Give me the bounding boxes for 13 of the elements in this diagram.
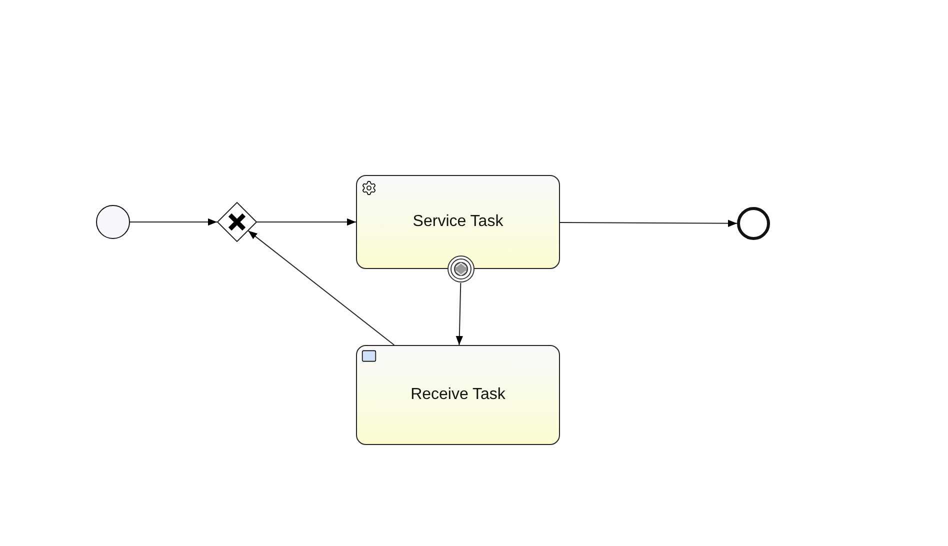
sequence-flow-arrow xyxy=(130,218,218,226)
task-label: Receive Task xyxy=(410,385,506,405)
end-event-circle xyxy=(737,207,770,240)
sequence-flow-arrow xyxy=(456,282,463,346)
task-box xyxy=(356,175,560,269)
exclusive-gateway-diamond xyxy=(217,202,257,242)
boundary-event-circle xyxy=(447,255,475,283)
task-label: Service Task xyxy=(412,212,504,232)
sequence-flow-arrow xyxy=(248,230,395,346)
task-box xyxy=(356,345,560,445)
sequence-flow-arrow xyxy=(256,218,356,226)
start-event-circle xyxy=(96,205,130,239)
sequence-flow-arrow xyxy=(560,220,738,227)
